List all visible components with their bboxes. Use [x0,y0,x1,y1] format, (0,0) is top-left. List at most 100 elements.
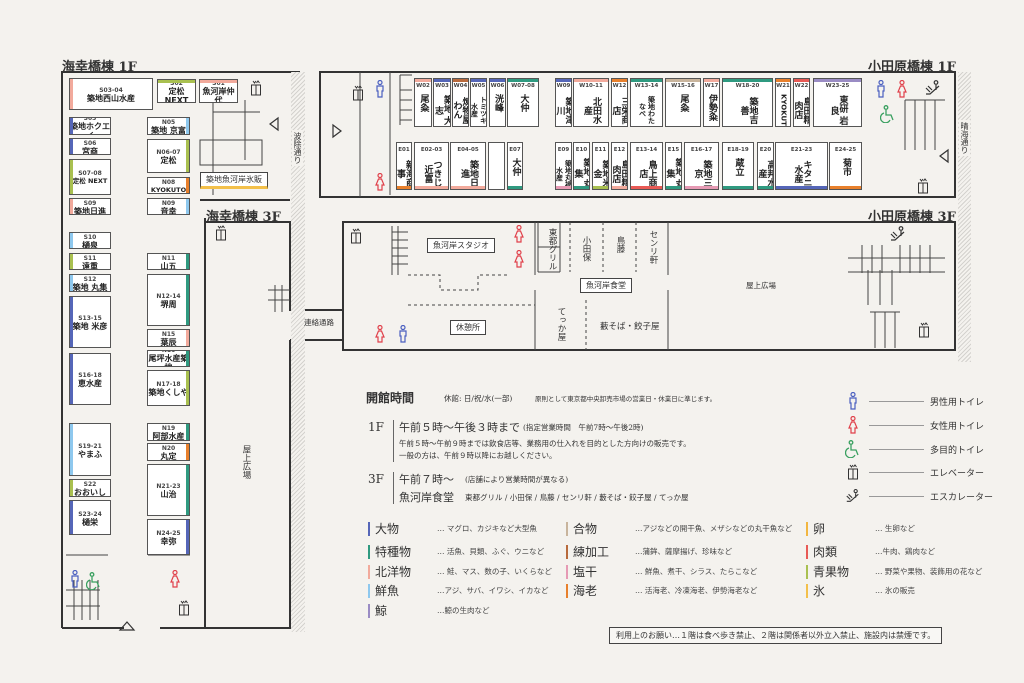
stall-name: 築地丸福水産 [555,159,572,188]
category-color-bar [566,564,568,579]
stall-number: W06 [490,83,505,89]
category-stripe [70,254,73,269]
hours-heading: 開館時間 [366,391,415,405]
legend-label: エレベーター [930,468,985,479]
stall-name: 北田水産 [582,96,601,124]
f3-time: 午前７時〜 [399,473,454,486]
stall-name: 阿部水産 [152,432,185,441]
f3-shokudo: 魚河岸食堂 [399,491,454,504]
category-enkan: 塩干… 鮮魚、煮干、シラス、たらこなど [566,563,757,580]
stall-name: 築地 米彦 [72,322,108,331]
category-description: … 活魚、貝類、ふぐ、ウニなど [437,547,545,556]
category-neri: 練加工…蒲鉾、薩摩揚げ、珍味など [566,543,732,560]
stall-name: 新海商事 [396,160,412,187]
stall-number: N16 [161,350,176,354]
category-description: … 野菜や果物、装飾用の花など [875,567,983,576]
stall-name: 築地吉善 [738,96,758,124]
category-name: 大物 [375,522,400,536]
stall-name: 魚河岸仲代 [202,86,235,103]
category-description: … 活海老、冷凍海老、伊勢海老など [635,586,758,595]
category-stripe [593,186,608,189]
harumi-street [958,72,971,362]
stall-number: N19 [161,425,176,432]
category-stripe [776,79,790,82]
stall-number: S09 [83,199,97,207]
stall-name: 築地 丸集 [573,158,590,189]
elevator-icon [917,178,929,198]
category-stripe [70,501,73,534]
stall-number: S06 [83,139,97,147]
stall-number: E11 [594,147,607,153]
stall-name: 三栄商店 [611,96,628,124]
male-icon [845,392,861,410]
stall-name: 築地ホクエイ [70,121,110,135]
stall-n16[interactable]: N16尾坪水産築地 [147,350,190,367]
category-stripe [508,79,538,82]
category-stripe [186,140,189,172]
stall-name: 丸定 [160,452,177,461]
male-icon [70,569,80,592]
stall-name: おおいし [74,488,106,497]
f1-note-2: 一般の方は、午前９時以降にお越しください。 [399,451,557,460]
stall-name: 築地三京 [692,160,712,187]
